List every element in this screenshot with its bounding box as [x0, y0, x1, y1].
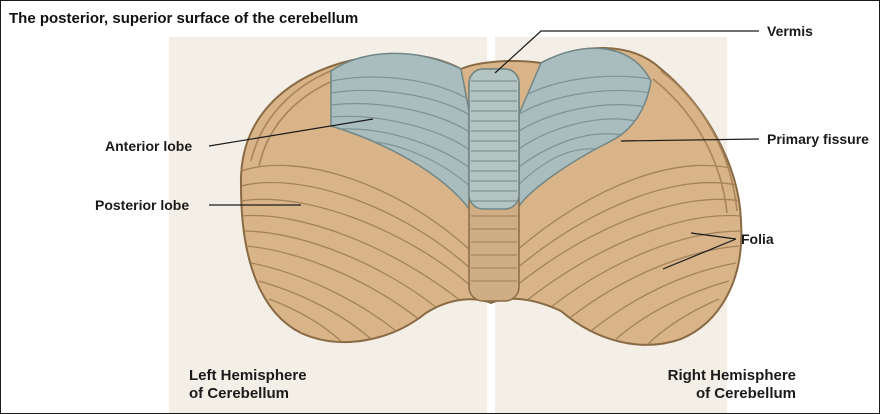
label-primary-fissure: Primary fissure: [767, 131, 869, 147]
left-hemisphere-line1: Left Hemisphere: [189, 367, 307, 385]
figure-title: The posterior, superior surface of the c…: [9, 10, 358, 27]
label-anterior-lobe: Anterior lobe: [105, 138, 192, 154]
left-hemisphere-line2: of Cerebellum: [189, 385, 307, 403]
label-left-hemisphere: Left Hemisphere of Cerebellum: [189, 367, 307, 403]
right-hemisphere-line1: Right Hemisphere: [646, 367, 796, 385]
right-hemisphere-line2: of Cerebellum: [646, 385, 796, 403]
label-vermis: Vermis: [767, 23, 813, 39]
label-folia: Folia: [741, 231, 774, 247]
label-right-hemisphere: Right Hemisphere of Cerebellum: [646, 367, 796, 403]
vermis-column: [469, 69, 519, 301]
label-posterior-lobe: Posterior lobe: [95, 197, 189, 213]
